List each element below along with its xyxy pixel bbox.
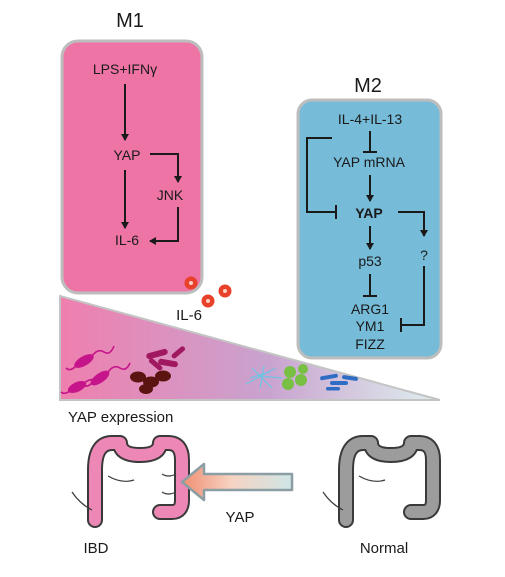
m2-stimulus: IL-4+IL-13 [338,111,402,127]
gradient-label: YAP expression [68,409,173,426]
m2-arg1: ARG1 [351,301,389,317]
m1-arrows [121,84,182,245]
blue-rod-icon [320,373,358,391]
bacteria-icon [60,345,131,395]
il6-secretion [184,276,232,308]
m1-yap-to-jnk-arrow [150,153,182,183]
rod-bacteria-icon [146,346,186,371]
ibd-colon-icon [71,435,190,528]
m1-jnk-to-il6-arrow [149,207,179,245]
m2-yap: YAP [355,205,383,221]
m1-yap: YAP [114,147,141,163]
m2-fizz: FIZZ [355,336,385,352]
m2-title: M2 [354,75,382,97]
normal-label: Normal [360,540,408,557]
m2-unknown-inhibits-markers [401,266,425,326]
normal-colon-icon [322,435,441,528]
arrow-label: YAP [226,509,255,526]
m1-box [60,39,204,295]
m1-stimulus: LPS+IFNγ [93,61,157,77]
progression-arrow-icon [180,462,294,502]
m2-yap-to-unknown-arrow [398,211,428,237]
m2-arrows [306,131,428,332]
m2-ym1: YM1 [356,318,385,334]
m1-jnk: JNK [157,187,184,203]
yap-expression-gradient [59,294,441,401]
m1-il6: IL-6 [115,232,139,248]
m2-unknown-mark: ? [420,247,428,263]
m2-p53: p53 [358,253,382,269]
fiber-icon [245,365,283,389]
ibd-label: IBD [83,540,108,557]
green-cell-icon [282,364,308,390]
m2-yap-mrna: YAP mRNA [333,154,405,170]
m1-title: M1 [116,10,144,32]
m2-stim-inhibits-yap [306,137,336,213]
red-blood-cell-icon [130,370,171,394]
secreted-il6-label: IL-6 [176,307,202,324]
